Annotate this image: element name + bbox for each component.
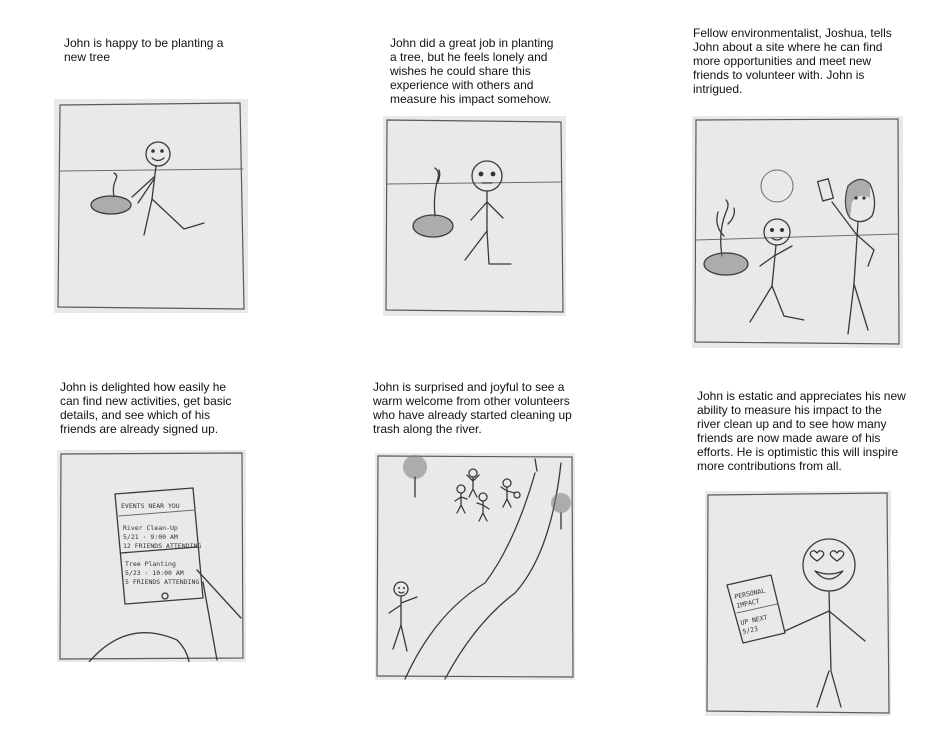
phone-sketch-event2-attending: 5 FRIENDS ATTENDING — [125, 578, 199, 586]
impact-sketch-line4: 5/23 — [742, 625, 759, 636]
panel-6-sketch: PERSONAL IMPACT UP NEXT 5/23 — [705, 491, 891, 716]
panel-1-sketch — [54, 99, 248, 313]
panel-2-sketch — [383, 116, 566, 316]
phone-sketch-event2-title: Tree Planting — [125, 560, 176, 568]
panel-4-caption: John is delighted how easily he can find… — [60, 380, 232, 436]
phone-sketch-event2-time: 5/23 · 10:00 AM — [125, 569, 184, 577]
panel-6-caption: John is estatic and appreciates his new … — [697, 389, 906, 473]
panel-2-caption: John did a great job in planting a tree,… — [390, 36, 554, 106]
phone-sketch-header: EVENTS NEAR YOU — [121, 502, 180, 510]
lonely-john-drawing — [385, 119, 564, 313]
phone-events-drawing: EVENTS NEAR YOU River Clean-Up 5/21 · 9:… — [59, 452, 244, 662]
ecstatic-john-drawing: PERSONAL IMPACT UP NEXT 5/23 — [706, 492, 890, 714]
phone-sketch-event1-attending: 12 FRIENDS ATTENDING — [123, 542, 201, 550]
panel-3-sketch — [692, 116, 903, 348]
panel-5-caption: John is surprised and joyful to see a wa… — [373, 380, 572, 436]
river-cleanup-drawing — [376, 455, 574, 680]
panel-3-caption: Fellow environmentalist, Joshua, tells J… — [693, 26, 892, 96]
panel-4-sketch: EVENTS NEAR YOU River Clean-Up 5/21 · 9:… — [57, 450, 246, 662]
phone-sketch-event1-time: 5/21 · 9:00 AM — [123, 533, 178, 541]
panel-1-caption: John is happy to be planting a new tree — [64, 36, 224, 64]
joshua-tells-john-drawing — [694, 118, 900, 345]
phone-sketch-event1-title: River Clean-Up — [123, 524, 178, 532]
panel-5-sketch — [375, 453, 575, 680]
planting-tree-drawing — [57, 102, 245, 310]
